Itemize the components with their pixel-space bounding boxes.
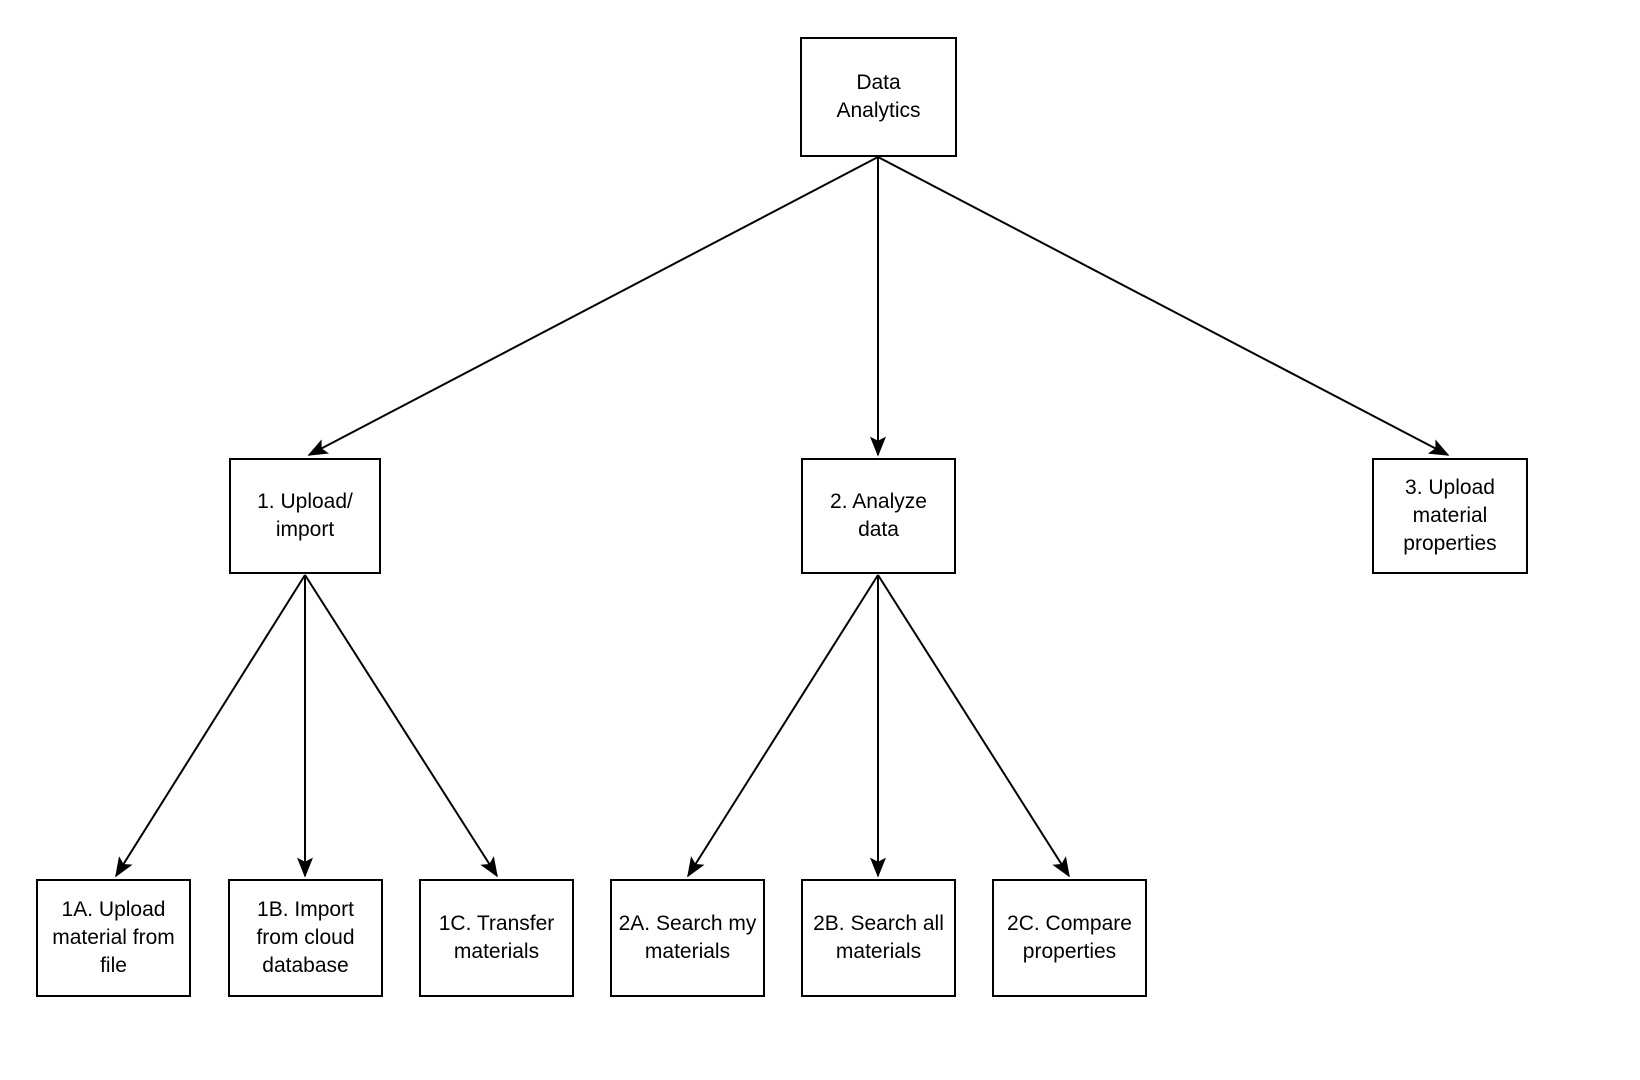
node-n2[interactable]: 2. Analyze data — [801, 458, 956, 574]
edge-n2-n2a — [687, 574, 879, 878]
edge-root-n1 — [307, 156, 879, 456]
edge-root-n3 — [877, 156, 1450, 456]
node-n1c[interactable]: 1C. Transfer materials — [419, 879, 574, 997]
node-n1a[interactable]: 1A. Upload material from file — [36, 879, 191, 997]
node-n1b[interactable]: 1B. Import from cloud database — [228, 879, 383, 997]
edge-n2-n2c — [877, 574, 1070, 878]
node-n2c[interactable]: 2C. Compare properties — [992, 879, 1147, 997]
edge-n1-n1a — [115, 574, 306, 878]
node-root[interactable]: Data Analytics — [800, 37, 957, 157]
node-n2b[interactable]: 2B. Search all materials — [801, 879, 956, 997]
node-n2a[interactable]: 2A. Search my materials — [610, 879, 765, 997]
node-n3[interactable]: 3. Upload material properties — [1372, 458, 1528, 574]
edge-n1-n1c — [304, 574, 498, 878]
node-n1[interactable]: 1. Upload/ import — [229, 458, 381, 574]
